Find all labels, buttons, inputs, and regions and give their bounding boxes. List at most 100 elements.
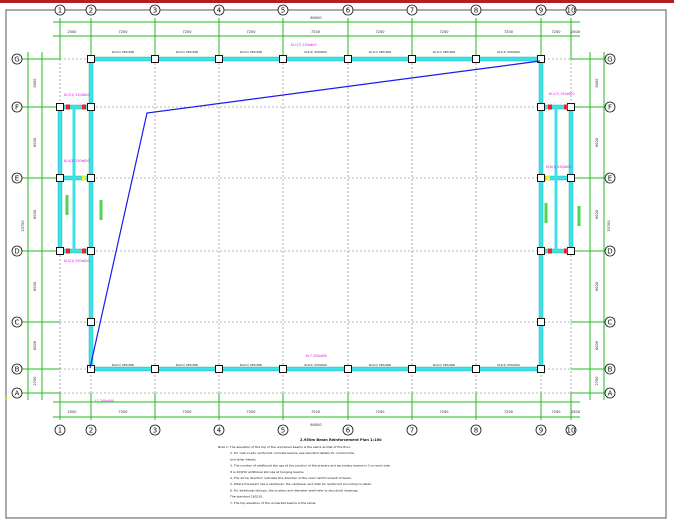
axis-bubble-row <box>11 172 23 184</box>
bottom-span-dim-9: 2500 <box>571 410 580 414</box>
axis-bubble-col <box>277 4 289 16</box>
drawing-notes: 2.950m Beam Reinforcement Plan 1:100Note… <box>4 396 391 505</box>
axis-label-col: 4 <box>217 7 222 15</box>
note-line: 3. The number of additional stirrups at … <box>230 464 391 468</box>
axis-label-row: E <box>608 175 612 183</box>
column-marker <box>56 174 64 182</box>
axis-label-col: 1 <box>58 427 62 435</box>
axis-bubble-col <box>535 424 547 436</box>
axis-label-col: 6 <box>346 7 351 15</box>
tag-label: KL3(1) 250x600 <box>64 93 89 97</box>
column-marker <box>279 365 287 373</box>
axis-label-row: E <box>15 175 19 183</box>
axis-label-col: 9 <box>539 7 543 15</box>
axis-bubble-col <box>535 4 547 16</box>
left-span-dim-2: 6000 <box>33 210 37 219</box>
beam-label-top: KL1(1) 250x600 <box>304 50 327 54</box>
axis-label-col: 9 <box>539 427 543 435</box>
beam-label-bottom: KL2(1) 250x600 <box>304 363 327 367</box>
column-marker <box>56 247 64 255</box>
axis-label-row: C <box>15 319 20 327</box>
axis-bubble-row <box>604 101 616 113</box>
tag-label: L1 200x400 <box>95 399 114 403</box>
column-marker <box>87 174 95 182</box>
top-total-dim: 60000 <box>310 16 321 20</box>
axis-label-row: D <box>607 248 612 256</box>
left-total-dim: 33700 <box>21 220 25 231</box>
beam-right-secondary <box>554 107 558 251</box>
axis-bubble-col <box>54 4 66 16</box>
reinforcement-mark <box>564 104 568 110</box>
axis-bubble-col <box>149 4 161 16</box>
grid-lines <box>28 35 606 418</box>
column-marker <box>472 365 480 373</box>
right-total-dim: 33700 <box>607 220 611 231</box>
column-marker <box>567 247 575 255</box>
axis-label-col: 3 <box>153 7 157 15</box>
axis-label-col: 2 <box>89 7 93 15</box>
axis-label-col: 6 <box>346 427 351 435</box>
tag-label: KL6(1) 250x600 <box>546 165 571 169</box>
bottom-span-dim-3: 7200 <box>247 410 256 414</box>
axis-label-row: G <box>607 56 612 64</box>
column-marker <box>537 174 545 182</box>
bottom-span-dim-8: 7200 <box>552 410 561 414</box>
drawing-frame <box>5 9 667 519</box>
axis-bubble-row <box>11 316 23 328</box>
axis-label-row: F <box>608 104 612 112</box>
axis-bubble-col <box>342 424 354 436</box>
column-marker <box>151 55 159 63</box>
side-annotation <box>577 206 581 226</box>
column-marker <box>472 55 480 63</box>
axis-label-col: 2 <box>89 427 93 435</box>
column-marker <box>87 55 95 63</box>
side-annotation <box>65 195 69 215</box>
axis-label-col: 1 <box>58 7 62 15</box>
axis-label-row: C <box>608 319 613 327</box>
axis-label-col: 5 <box>281 427 285 435</box>
section-polyline <box>89 60 541 369</box>
tag-label: KL5(1) 250x600 <box>64 259 89 263</box>
bottom-span-dim-2: 7200 <box>183 410 192 414</box>
axis-bubble-col <box>565 424 577 436</box>
bottom-span-dim-0: 2500 <box>68 410 77 414</box>
note-line: 2. For cast-in-situ reinforced concrete … <box>230 451 355 455</box>
column-marker <box>408 365 416 373</box>
axis-label-col: 8 <box>474 7 478 15</box>
reinforcement-mark <box>66 104 70 110</box>
right-span-dim-5: 2700 <box>595 377 599 386</box>
column-markers <box>56 55 575 373</box>
note-line: 4. The arrow direction indicates the dir… <box>230 476 352 480</box>
column-marker <box>56 103 64 111</box>
axis-label-row: F <box>15 104 19 112</box>
axis-bubble-col <box>565 4 577 16</box>
right-span-dim-3: 6000 <box>595 282 599 291</box>
axis-bubble-row <box>604 172 616 184</box>
axis-bubble-col <box>277 424 289 436</box>
note-line: The standard 16G101. <box>229 495 264 499</box>
axis-bubble-row <box>604 245 616 257</box>
column-marker <box>537 318 545 326</box>
top-span-dim-0: 2500 <box>68 30 77 34</box>
axis-label-col: 7 <box>410 427 414 435</box>
axis-bubble-row <box>11 363 23 375</box>
note-line: It is 2d@50 additional stirrups at hangi… <box>230 470 304 474</box>
side-annotation <box>99 200 103 220</box>
notes-title: 2.950m Beam Reinforcement Plan 1:100 <box>300 438 382 442</box>
beam-label-bottom: KL2(1) 250x600 <box>112 363 135 367</box>
column-marker <box>151 365 159 373</box>
column-marker <box>87 103 95 111</box>
beam-label-bottom: KL2(1) 250x600 <box>369 363 392 367</box>
axis-label-col: 4 <box>217 427 222 435</box>
axis-label-row: B <box>15 366 20 374</box>
column-marker <box>215 55 223 63</box>
axis-label-col: 10 <box>567 7 576 15</box>
column-marker <box>279 55 287 63</box>
right-span-dim-1: 6000 <box>595 138 599 147</box>
beam-label-top: KL1(1) 250x600 <box>112 50 135 54</box>
reinforcement-mark <box>82 104 86 110</box>
top-span-dim-8: 7200 <box>552 30 561 34</box>
top-span-dim-5: 7200 <box>376 30 385 34</box>
